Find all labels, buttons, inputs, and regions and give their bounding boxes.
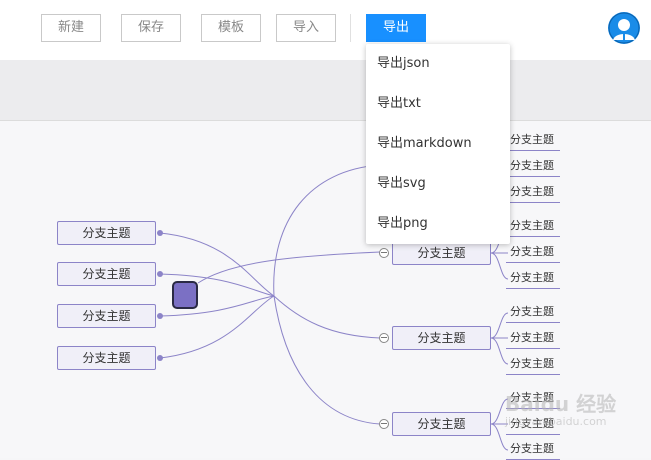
connector-dot <box>157 230 163 236</box>
right-branch-node[interactable]: 分支主题 <box>392 326 491 350</box>
left-branch-node[interactable]: 分支主题 <box>57 346 156 370</box>
leaf-node[interactable]: 分支主题 <box>506 440 560 460</box>
export-markdown-item[interactable]: 导出markdown <box>377 136 472 151</box>
leaf-node[interactable]: 分支主题 <box>506 355 560 375</box>
leaf-node[interactable]: 分支主题 <box>506 217 560 237</box>
export-svg-item[interactable]: 导出svg <box>377 176 426 191</box>
collapse-toggle-icon[interactable] <box>379 333 389 343</box>
leaf-node[interactable]: 分支主题 <box>506 269 560 289</box>
leaf-node[interactable]: 分支主题 <box>506 243 560 263</box>
leaf-node[interactable]: 分支主题 <box>506 183 560 203</box>
left-branch-node[interactable]: 分支主题 <box>57 221 156 245</box>
leaf-node[interactable]: 分支主题 <box>506 303 560 323</box>
export-dropdown-menu: 导出json 导出txt 导出markdown 导出svg 导出png <box>366 44 510 244</box>
left-branch-node[interactable]: 分支主题 <box>57 304 156 328</box>
collapse-toggle-icon[interactable] <box>379 248 389 258</box>
export-button[interactable]: 导出 <box>366 14 426 42</box>
mindmap-canvas[interactable] <box>0 121 651 458</box>
new-button[interactable]: 新建 <box>41 14 101 42</box>
export-txt-item[interactable]: 导出txt <box>377 96 421 111</box>
toolbar: 新建 保存 模板 导入 导出 <box>0 0 651 60</box>
connector-dot <box>157 313 163 319</box>
connector-dot <box>157 271 163 277</box>
leaf-node[interactable]: 分支主题 <box>506 389 560 409</box>
central-topic-node[interactable] <box>172 281 198 309</box>
right-branch-node[interactable]: 分支主题 <box>392 412 491 436</box>
right-branch-node[interactable]: 分支主题 <box>392 241 491 265</box>
toolbar-divider <box>350 14 351 42</box>
leaf-node[interactable]: 分支主题 <box>506 415 560 435</box>
leaf-node[interactable]: 分支主题 <box>506 329 560 349</box>
watermark-text: Baidu 经验 <box>505 392 617 416</box>
collapse-toggle-icon[interactable] <box>379 419 389 429</box>
leaf-node[interactable]: 分支主题 <box>506 157 560 177</box>
watermark: Baidu 经验 jingyan.baidu.com <box>505 388 616 428</box>
watermark-subtext: jingyan.baidu.com <box>505 415 607 428</box>
user-avatar-icon[interactable] <box>608 12 640 44</box>
import-button[interactable]: 导入 <box>276 14 336 42</box>
save-button[interactable]: 保存 <box>121 14 181 42</box>
export-png-item[interactable]: 导出png <box>377 216 428 231</box>
secondary-toolbar <box>0 60 651 121</box>
left-branch-node[interactable]: 分支主题 <box>57 262 156 286</box>
leaf-node[interactable]: 分支主题 <box>506 131 560 151</box>
connector-dot <box>157 355 163 361</box>
export-json-item[interactable]: 导出json <box>377 56 430 71</box>
template-button[interactable]: 模板 <box>201 14 261 42</box>
